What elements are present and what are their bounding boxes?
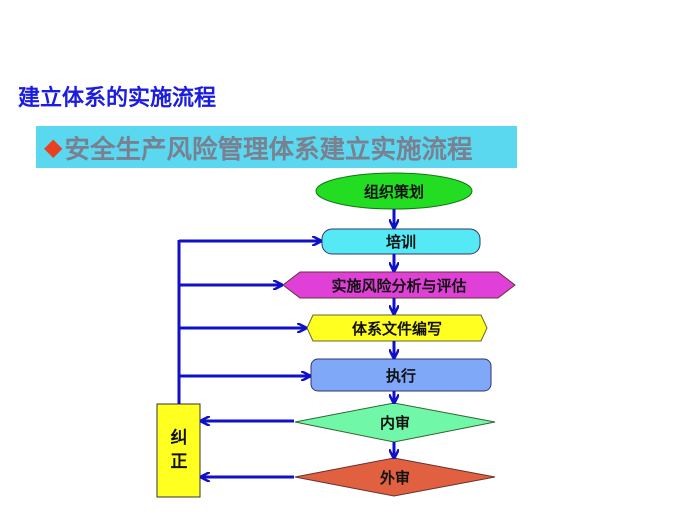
page-title: 建立体系的实施流程 [18, 86, 217, 111]
node-documents-shape [306, 314, 488, 342]
node-training-shape [321, 228, 481, 255]
node-documents: 体系文件编写 [351, 319, 442, 338]
node-analysis: 实施风险分析与评估 [331, 276, 467, 295]
node-internal-audit-shape [294, 402, 496, 443]
section-banner: ◆ 安全生产风险管理体系建立实施流程 [36, 126, 517, 168]
node-planning: 组织策划 [363, 182, 424, 201]
node-external-audit-shape [294, 457, 496, 497]
diamond-bullet-icon: ◆ [44, 133, 63, 161]
node-internal-audit: 内审 [379, 414, 410, 432]
correction-box-shape [156, 403, 201, 498]
correction-box: 纠正 [170, 428, 188, 472]
banner-title: 安全生产风险管理体系建立实施流程 [64, 134, 473, 165]
node-execute: 执行 [385, 366, 416, 385]
node-execute-shape [310, 358, 492, 392]
node-external-audit: 外审 [379, 468, 410, 487]
node-training: 培训 [385, 233, 416, 251]
node-analysis-shape [282, 271, 516, 299]
